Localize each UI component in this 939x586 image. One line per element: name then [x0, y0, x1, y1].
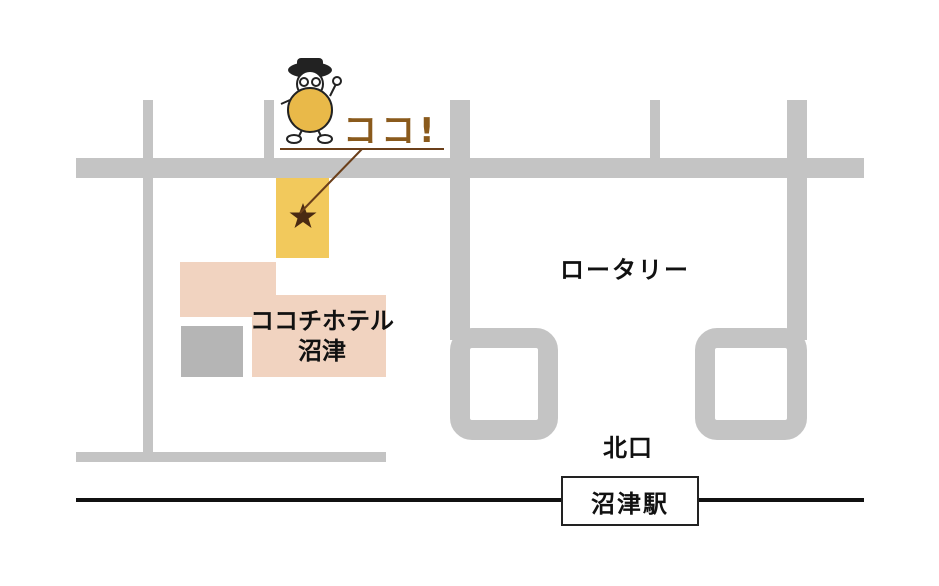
rotary-left-upper [450, 100, 470, 340]
road-mid-vertical [264, 100, 274, 168]
neighbor-building [181, 326, 243, 377]
rotary-loops [450, 328, 807, 440]
callout-text: ココ! [343, 111, 439, 151]
north-exit-label: 北口 [603, 434, 653, 462]
rotary-right-upper [787, 100, 807, 340]
mascot-character [280, 58, 342, 144]
hotel-label: ココチホテル 沼津 [232, 306, 412, 366]
rotary-right-loop [695, 328, 807, 440]
road-bottom-horizontal [76, 452, 386, 462]
hotel-name-line2: 沼津 [298, 337, 346, 365]
star-icon [289, 203, 317, 228]
hotel-building-lower [252, 295, 386, 377]
road-right-short-vertical [650, 100, 660, 168]
hotel-name-line1: ココチホテル [250, 307, 394, 335]
road-left-vertical [143, 100, 153, 460]
roads [76, 100, 864, 462]
callout-arrow [299, 148, 363, 214]
rotary-label: ロータリー [560, 256, 690, 284]
station-label: 沼津駅 [561, 476, 699, 526]
rotary-left-loop [450, 328, 558, 440]
